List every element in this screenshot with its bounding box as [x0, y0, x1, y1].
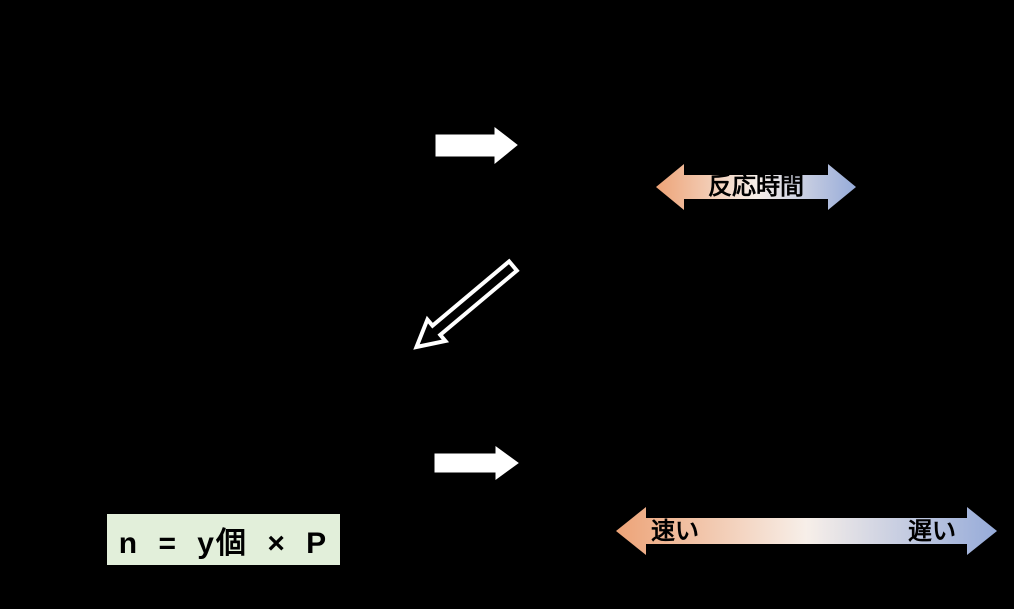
fast-label: 速い [651, 518, 699, 545]
flow-right-arrow-top-icon [435, 126, 518, 165]
reaction-time-label: 反応時間 [708, 173, 804, 200]
reaction-time-scale-arrow [656, 164, 856, 210]
formula-text: n = y個 × P [118, 526, 329, 560]
flow-right-arrow-bottom-icon [434, 446, 519, 480]
speed-scale-arrow [616, 507, 997, 555]
flow-diagonal-arrow-icon [413, 258, 520, 350]
formula-box: n = y個 × P [107, 514, 340, 565]
slow-label: 遅い [908, 518, 956, 545]
